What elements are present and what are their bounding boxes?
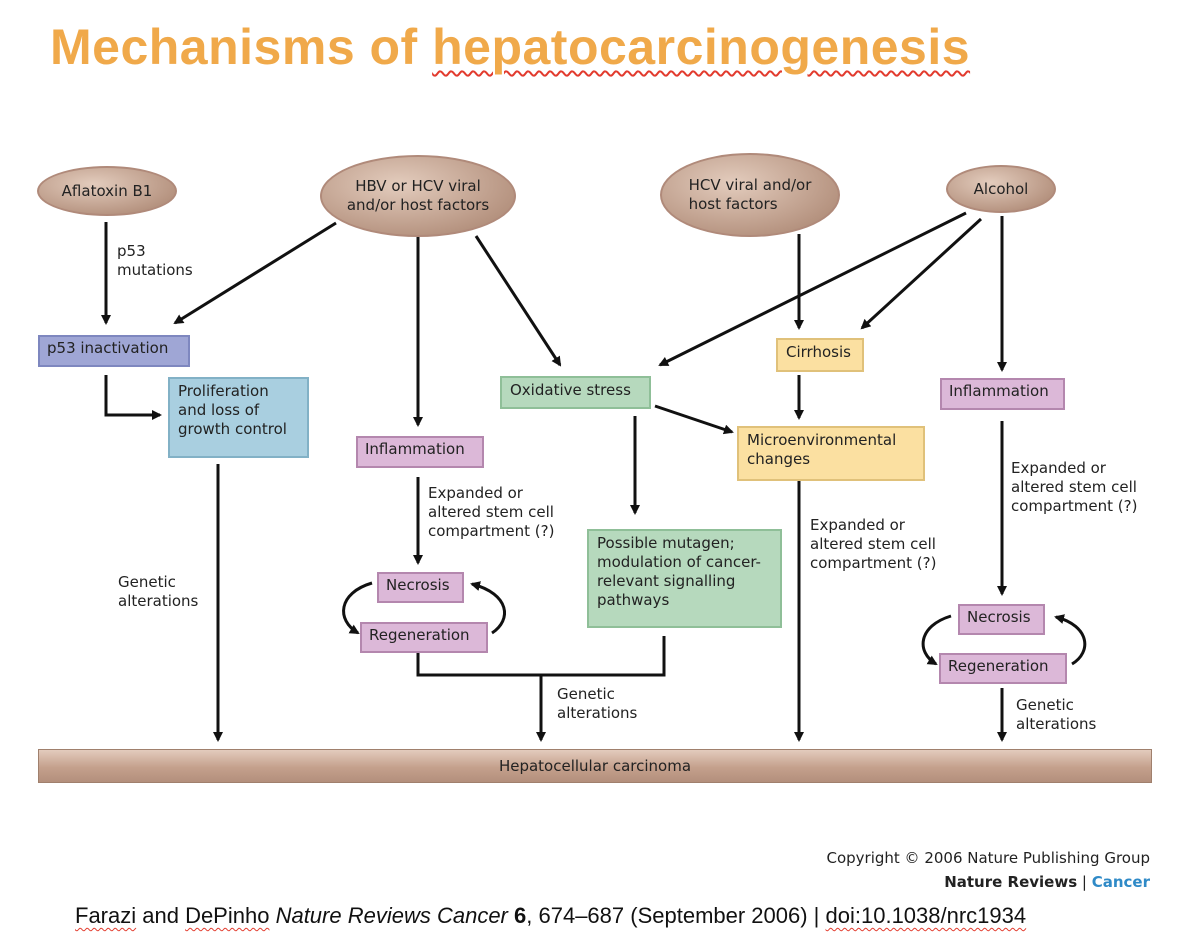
cycle-arrow-left-right [921, 614, 952, 666]
copyright-line: Copyright © 2006 Nature Publishing Group [826, 849, 1150, 867]
box-oxidative-stress: Oxidative stress [500, 376, 651, 409]
arrow-oxidative-micro [654, 404, 734, 435]
doi-link[interactable]: doi:10.1038/nrc1934 [825, 903, 1027, 928]
label-genetic-left: Genetic alterations [118, 573, 199, 610]
box-necrosis-mid: Necrosis [377, 572, 464, 603]
arrow-alcohol-oxidative [658, 211, 967, 367]
page-title: Mechanisms of hepatocarcinogenesis [50, 18, 970, 76]
box-necrosis-right: Necrosis [958, 604, 1045, 635]
oval-hbv-hcv: HBV or HCV viral and/or host factors [320, 155, 516, 237]
oval-aflatoxin: Aflatoxin B1 [37, 166, 177, 216]
box-inflammation-mid: Inflammation [356, 436, 484, 468]
label-expanded-center: Expanded or altered stem cell compartmen… [810, 516, 937, 572]
cycle-arrow-left-mid [342, 581, 373, 635]
arrow-p53-proliferation [104, 375, 162, 420]
box-possible-mutagen: Possible mutagen; modulation of cancer- … [587, 529, 782, 628]
oval-hcv: HCV viral and/or host factors [660, 153, 840, 237]
title-term: hepatocarcinogenesis [432, 19, 971, 75]
arrow-hbv-oxidative [474, 235, 562, 367]
cycle-arrow-right-mid [470, 581, 507, 635]
box-inflammation-right: Inflammation [940, 378, 1065, 410]
arrow-hbv-p53 [173, 221, 337, 325]
box-proliferation: Proliferation and loss of growth control [168, 377, 309, 458]
journal-line: Nature Reviews | Cancer [944, 873, 1150, 891]
box-p53-inactivation: p53 inactivation [38, 335, 190, 367]
oval-alcohol: Alcohol [946, 165, 1056, 213]
box-cirrhosis: Cirrhosis [776, 338, 864, 372]
box-regeneration-right: Regeneration [939, 653, 1067, 684]
label-genetic-mid: Genetic alterations [557, 685, 638, 722]
box-regeneration-mid: Regeneration [360, 622, 488, 653]
copyright-block: Copyright © 2006 Nature Publishing Group… [826, 846, 1150, 894]
label-p53-mutations: p53 mutations [117, 242, 193, 279]
title-prefix: Mechanisms of [50, 19, 433, 75]
box-microenvironmental: Microenvironmental changes [737, 426, 925, 481]
citation: Farazi and DePinho Nature Reviews Cancer… [75, 903, 1027, 928]
box-hepatocellular-carcinoma: Hepatocellular carcinoma [38, 749, 1152, 783]
label-expanded-mid: Expanded or altered stem cell compartmen… [428, 484, 555, 540]
arrow-alcohol-cirrhosis [860, 217, 983, 330]
label-expanded-right: Expanded or altered stem cell compartmen… [1011, 459, 1138, 515]
label-genetic-right: Genetic alterations [1016, 696, 1097, 733]
cycle-arrow-right-right [1054, 614, 1087, 666]
